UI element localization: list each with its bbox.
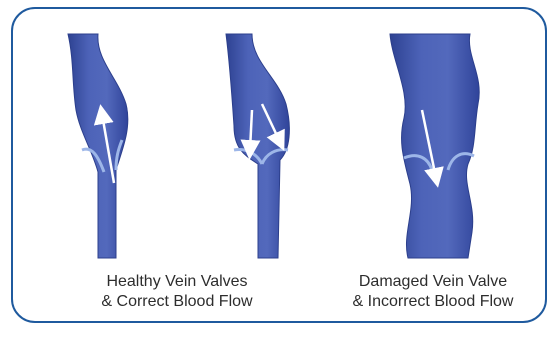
vein-healthy-open	[68, 34, 128, 258]
vein-damaged	[390, 34, 479, 258]
caption-damaged: Damaged Vein Valve & Incorrect Blood Flo…	[318, 272, 548, 312]
caption-healthy-line2: & Correct Blood Flow	[62, 292, 292, 312]
caption-damaged-line2: & Incorrect Blood Flow	[318, 292, 548, 312]
caption-healthy: Healthy Vein Valves & Correct Blood Flow	[62, 272, 292, 312]
vein-healthy-closed	[226, 34, 289, 258]
caption-healthy-line1: Healthy Vein Valves	[62, 272, 292, 292]
caption-damaged-line1: Damaged Vein Valve	[318, 272, 548, 292]
